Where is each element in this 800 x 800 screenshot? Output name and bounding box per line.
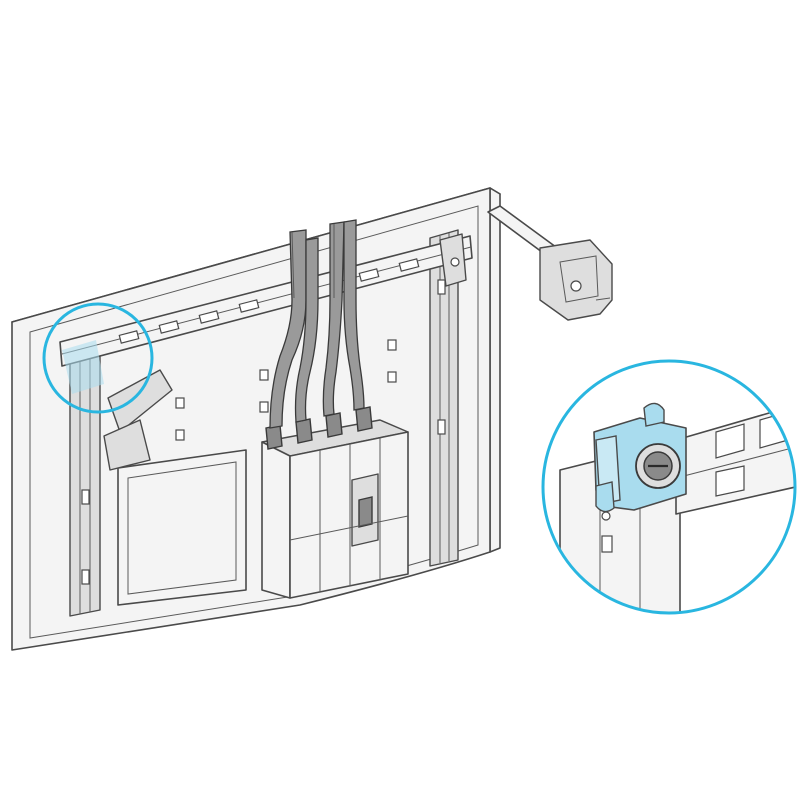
bracket-bolt <box>570 280 582 292</box>
detail-small-bolt <box>601 511 611 521</box>
cable-highlights <box>291 224 335 299</box>
support-rail <box>59 233 473 367</box>
detail-clamp-bottom-tab <box>595 481 615 513</box>
rail-right-clip-bolt <box>450 257 460 267</box>
bracket-tab <box>595 297 611 301</box>
fixing-bracket <box>487 205 613 321</box>
panel-left-strip-lines <box>79 345 91 614</box>
highlight-ring <box>42 302 154 414</box>
panel-cover-block <box>117 449 247 606</box>
detail-slot <box>601 535 613 553</box>
angled-plate-upper <box>107 369 173 433</box>
detail-rail-slot-3 <box>715 465 745 497</box>
rail-slots <box>118 258 420 344</box>
bracket-body <box>539 239 613 321</box>
panel-mounting-holes <box>81 279 446 585</box>
breaker-toggle-handle <box>358 496 373 528</box>
panel-right-edge <box>489 187 501 553</box>
magnified-detail <box>541 359 797 615</box>
breaker-terminals <box>265 406 373 450</box>
highlight-circle <box>42 302 154 414</box>
detail-rail-slot-1 <box>715 423 745 459</box>
detail-clamp-top-tab <box>643 402 665 427</box>
circuit-breaker <box>261 406 409 599</box>
cable-2 <box>294 237 319 423</box>
cable-4 <box>343 219 365 411</box>
breaker-pole-lines <box>319 438 381 592</box>
angled-plate-lower <box>103 419 151 471</box>
detail-ring <box>541 359 797 615</box>
breaker-front <box>289 431 409 599</box>
panel-cover-inner <box>127 461 237 595</box>
panel-right-strip <box>429 229 459 567</box>
cable-1 <box>269 229 307 429</box>
power-cables <box>269 219 365 429</box>
cable-3 <box>322 221 345 417</box>
bracket-face <box>559 255 599 303</box>
detail-rail-line <box>675 445 795 479</box>
highlight-fill <box>62 340 104 394</box>
breaker-left-side <box>261 441 291 599</box>
breaker-front-step <box>289 515 409 541</box>
